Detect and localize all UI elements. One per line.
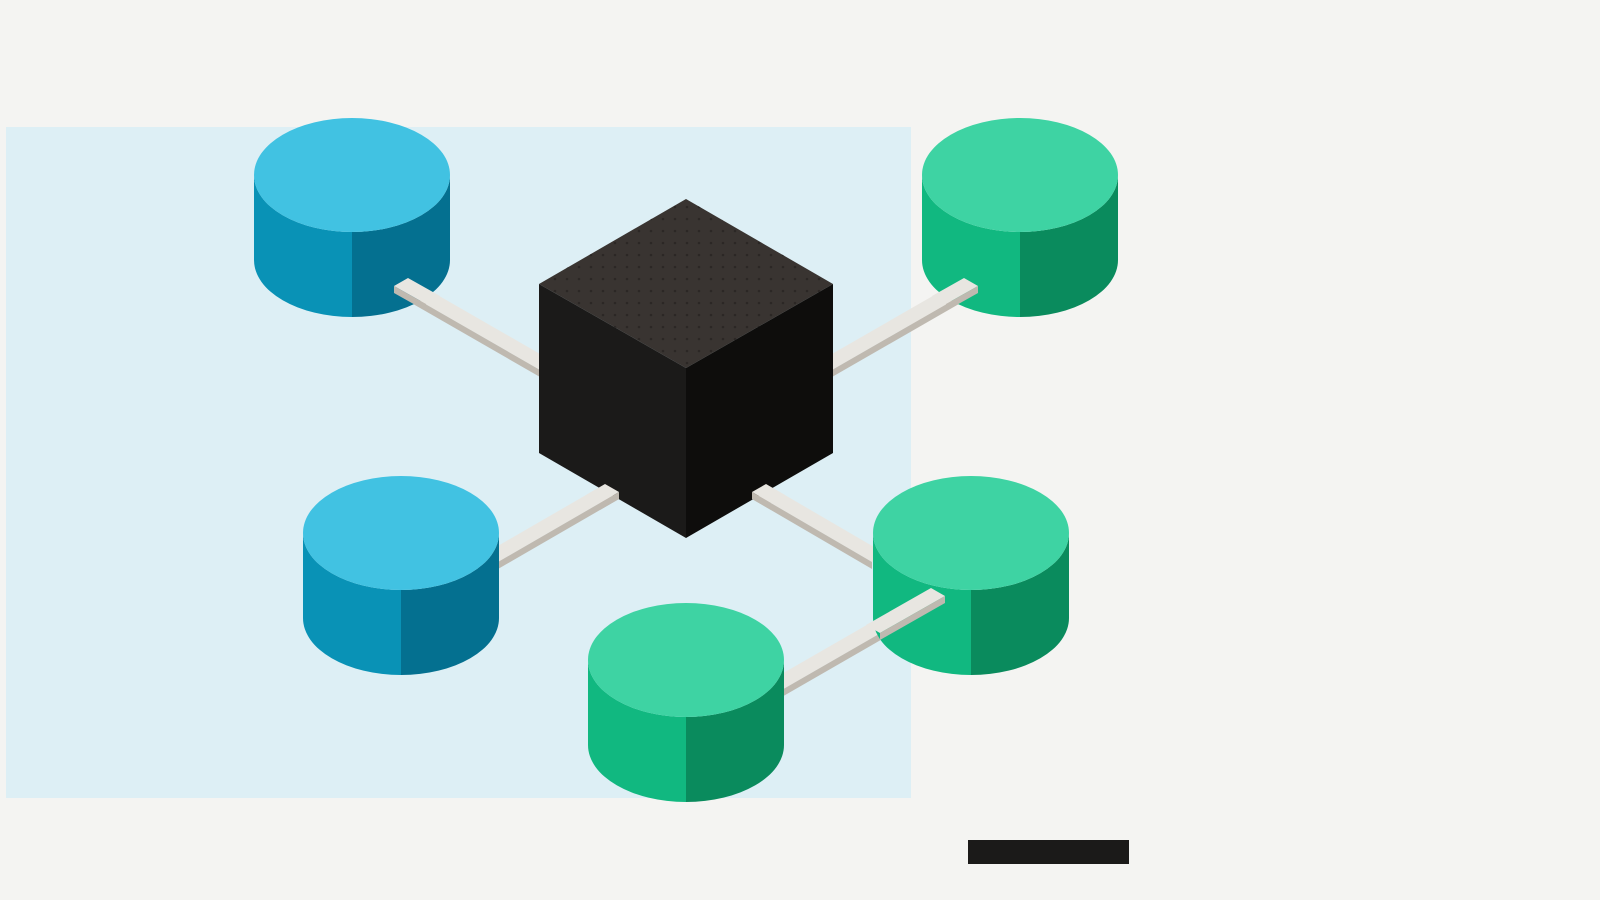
connector-hub-blue-top-left bbox=[394, 278, 554, 377]
connector-overlay-green-middle bbox=[866, 588, 945, 640]
cylinder-left-side bbox=[922, 175, 1020, 317]
cylinder-top bbox=[588, 603, 784, 717]
cylinder-top bbox=[922, 118, 1118, 232]
connector-hub-green-top-right bbox=[818, 278, 978, 377]
connector-cap-blue-top-left bbox=[394, 278, 440, 311]
hub-cube-right-face bbox=[686, 284, 833, 538]
hub-cube bbox=[539, 199, 833, 538]
connector-cap-hub-bottom-left bbox=[586, 484, 619, 510]
cylinder-top bbox=[873, 476, 1069, 590]
hub-cube-top-dots bbox=[539, 199, 833, 368]
connector-cap-hub-bottom-right bbox=[752, 484, 785, 510]
cylinder-right-side bbox=[1020, 175, 1118, 317]
database-node-green-middle-right bbox=[873, 476, 1069, 675]
database-node-blue-top-left bbox=[254, 118, 450, 317]
cylinder-top bbox=[254, 118, 450, 232]
database-node-blue-bottom-left bbox=[303, 476, 499, 675]
database-node-green-bottom-center bbox=[588, 603, 784, 802]
cylinder-left-side bbox=[254, 175, 352, 317]
cylinder-right-side bbox=[686, 660, 784, 802]
connector-cap-green-top-right bbox=[932, 278, 978, 311]
database-node-green-top-right bbox=[922, 118, 1118, 317]
hub-cube-left-face bbox=[539, 284, 686, 538]
cylinder-left-side bbox=[588, 660, 686, 802]
connector-hub-green-middle-right bbox=[752, 484, 886, 569]
cylinder-top bbox=[303, 476, 499, 590]
cylinder-right-side bbox=[352, 175, 450, 317]
legend-bar bbox=[968, 840, 1129, 864]
cylinder-left-side bbox=[303, 533, 401, 675]
cylinder-right-side bbox=[971, 533, 1069, 675]
cylinder-right-side bbox=[401, 533, 499, 675]
connector-hub-blue-bottom-left bbox=[484, 484, 619, 569]
